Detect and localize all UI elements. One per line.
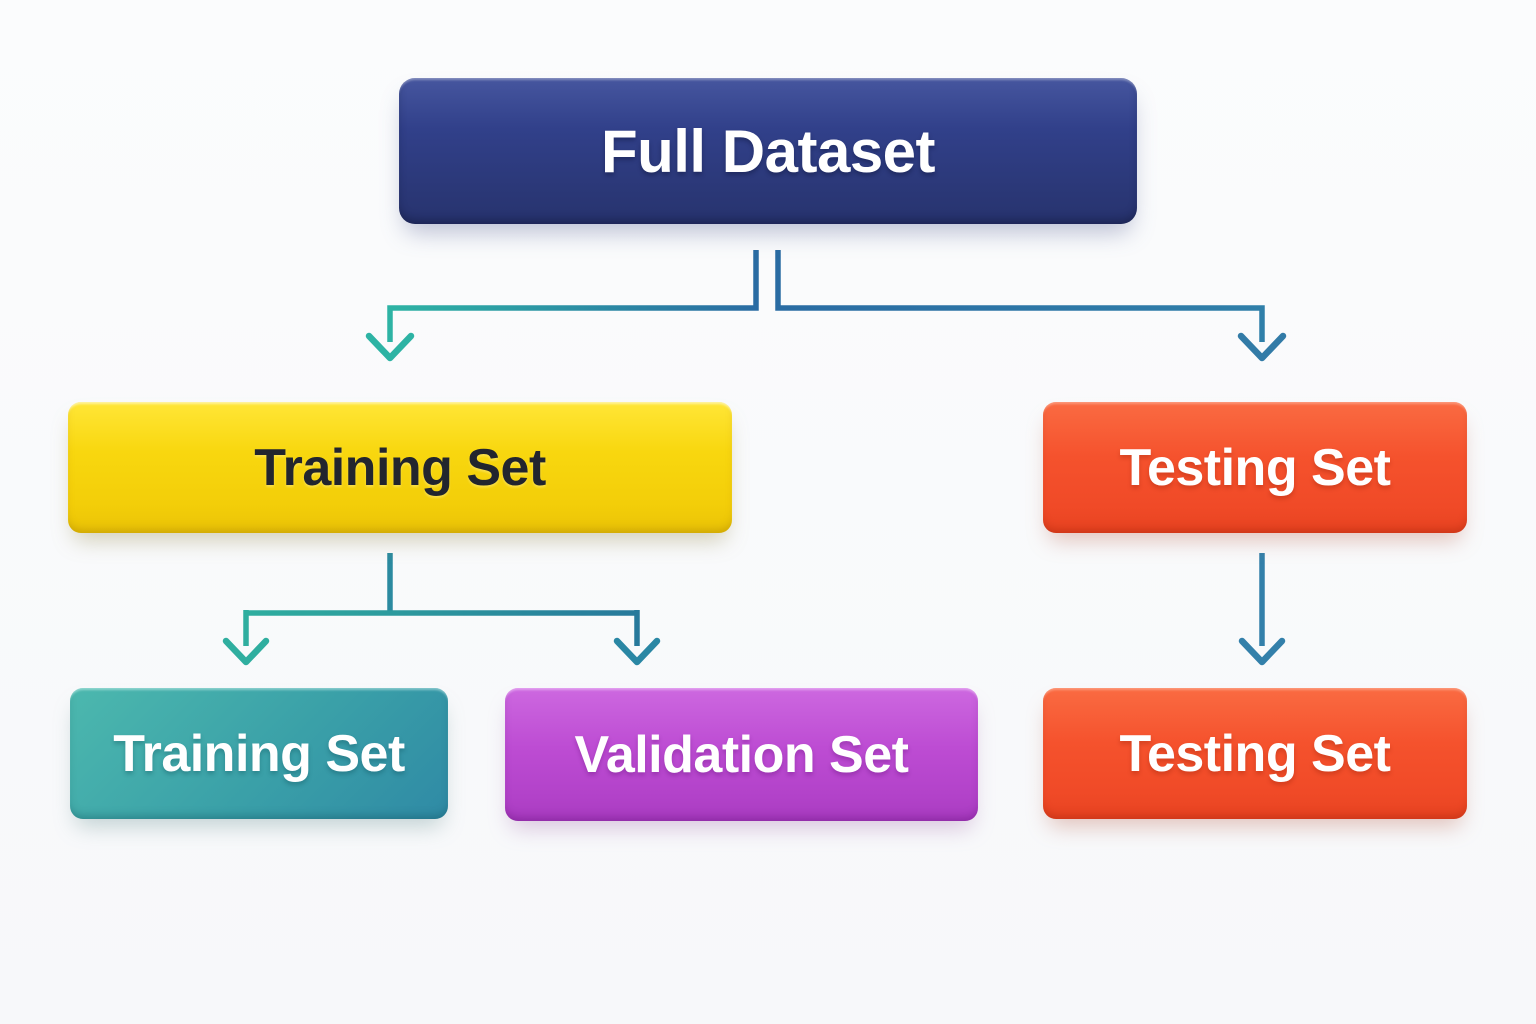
node-training-set-final: Training Set: [70, 688, 448, 819]
node-training-set: Training Set: [68, 402, 732, 533]
node-full-dataset: Full Dataset: [399, 78, 1137, 224]
node-full-dataset-label: Full Dataset: [600, 117, 936, 185]
node-testing-set-label: Testing Set: [1119, 438, 1391, 497]
node-testing-set: Testing Set: [1043, 402, 1467, 533]
arrow-testing-to-testing-final: [1238, 553, 1286, 666]
node-validation-set: Validation Set: [505, 688, 978, 821]
arrow-training-to-children: [243, 553, 640, 646]
node-training-set-label: Training Set: [254, 438, 546, 497]
node-training-set-final-label: Training Set: [113, 724, 405, 783]
arrow-training-to-validation: [613, 637, 661, 666]
node-validation-set-label: Validation Set: [574, 725, 909, 784]
node-testing-set-final: Testing Set: [1043, 688, 1467, 819]
arrow-full-to-training-set: [365, 250, 759, 362]
arrow-training-to-training-final: [222, 637, 270, 666]
arrow-full-to-testing-set: [775, 250, 1287, 362]
node-testing-set-final-label: Testing Set: [1119, 724, 1391, 783]
